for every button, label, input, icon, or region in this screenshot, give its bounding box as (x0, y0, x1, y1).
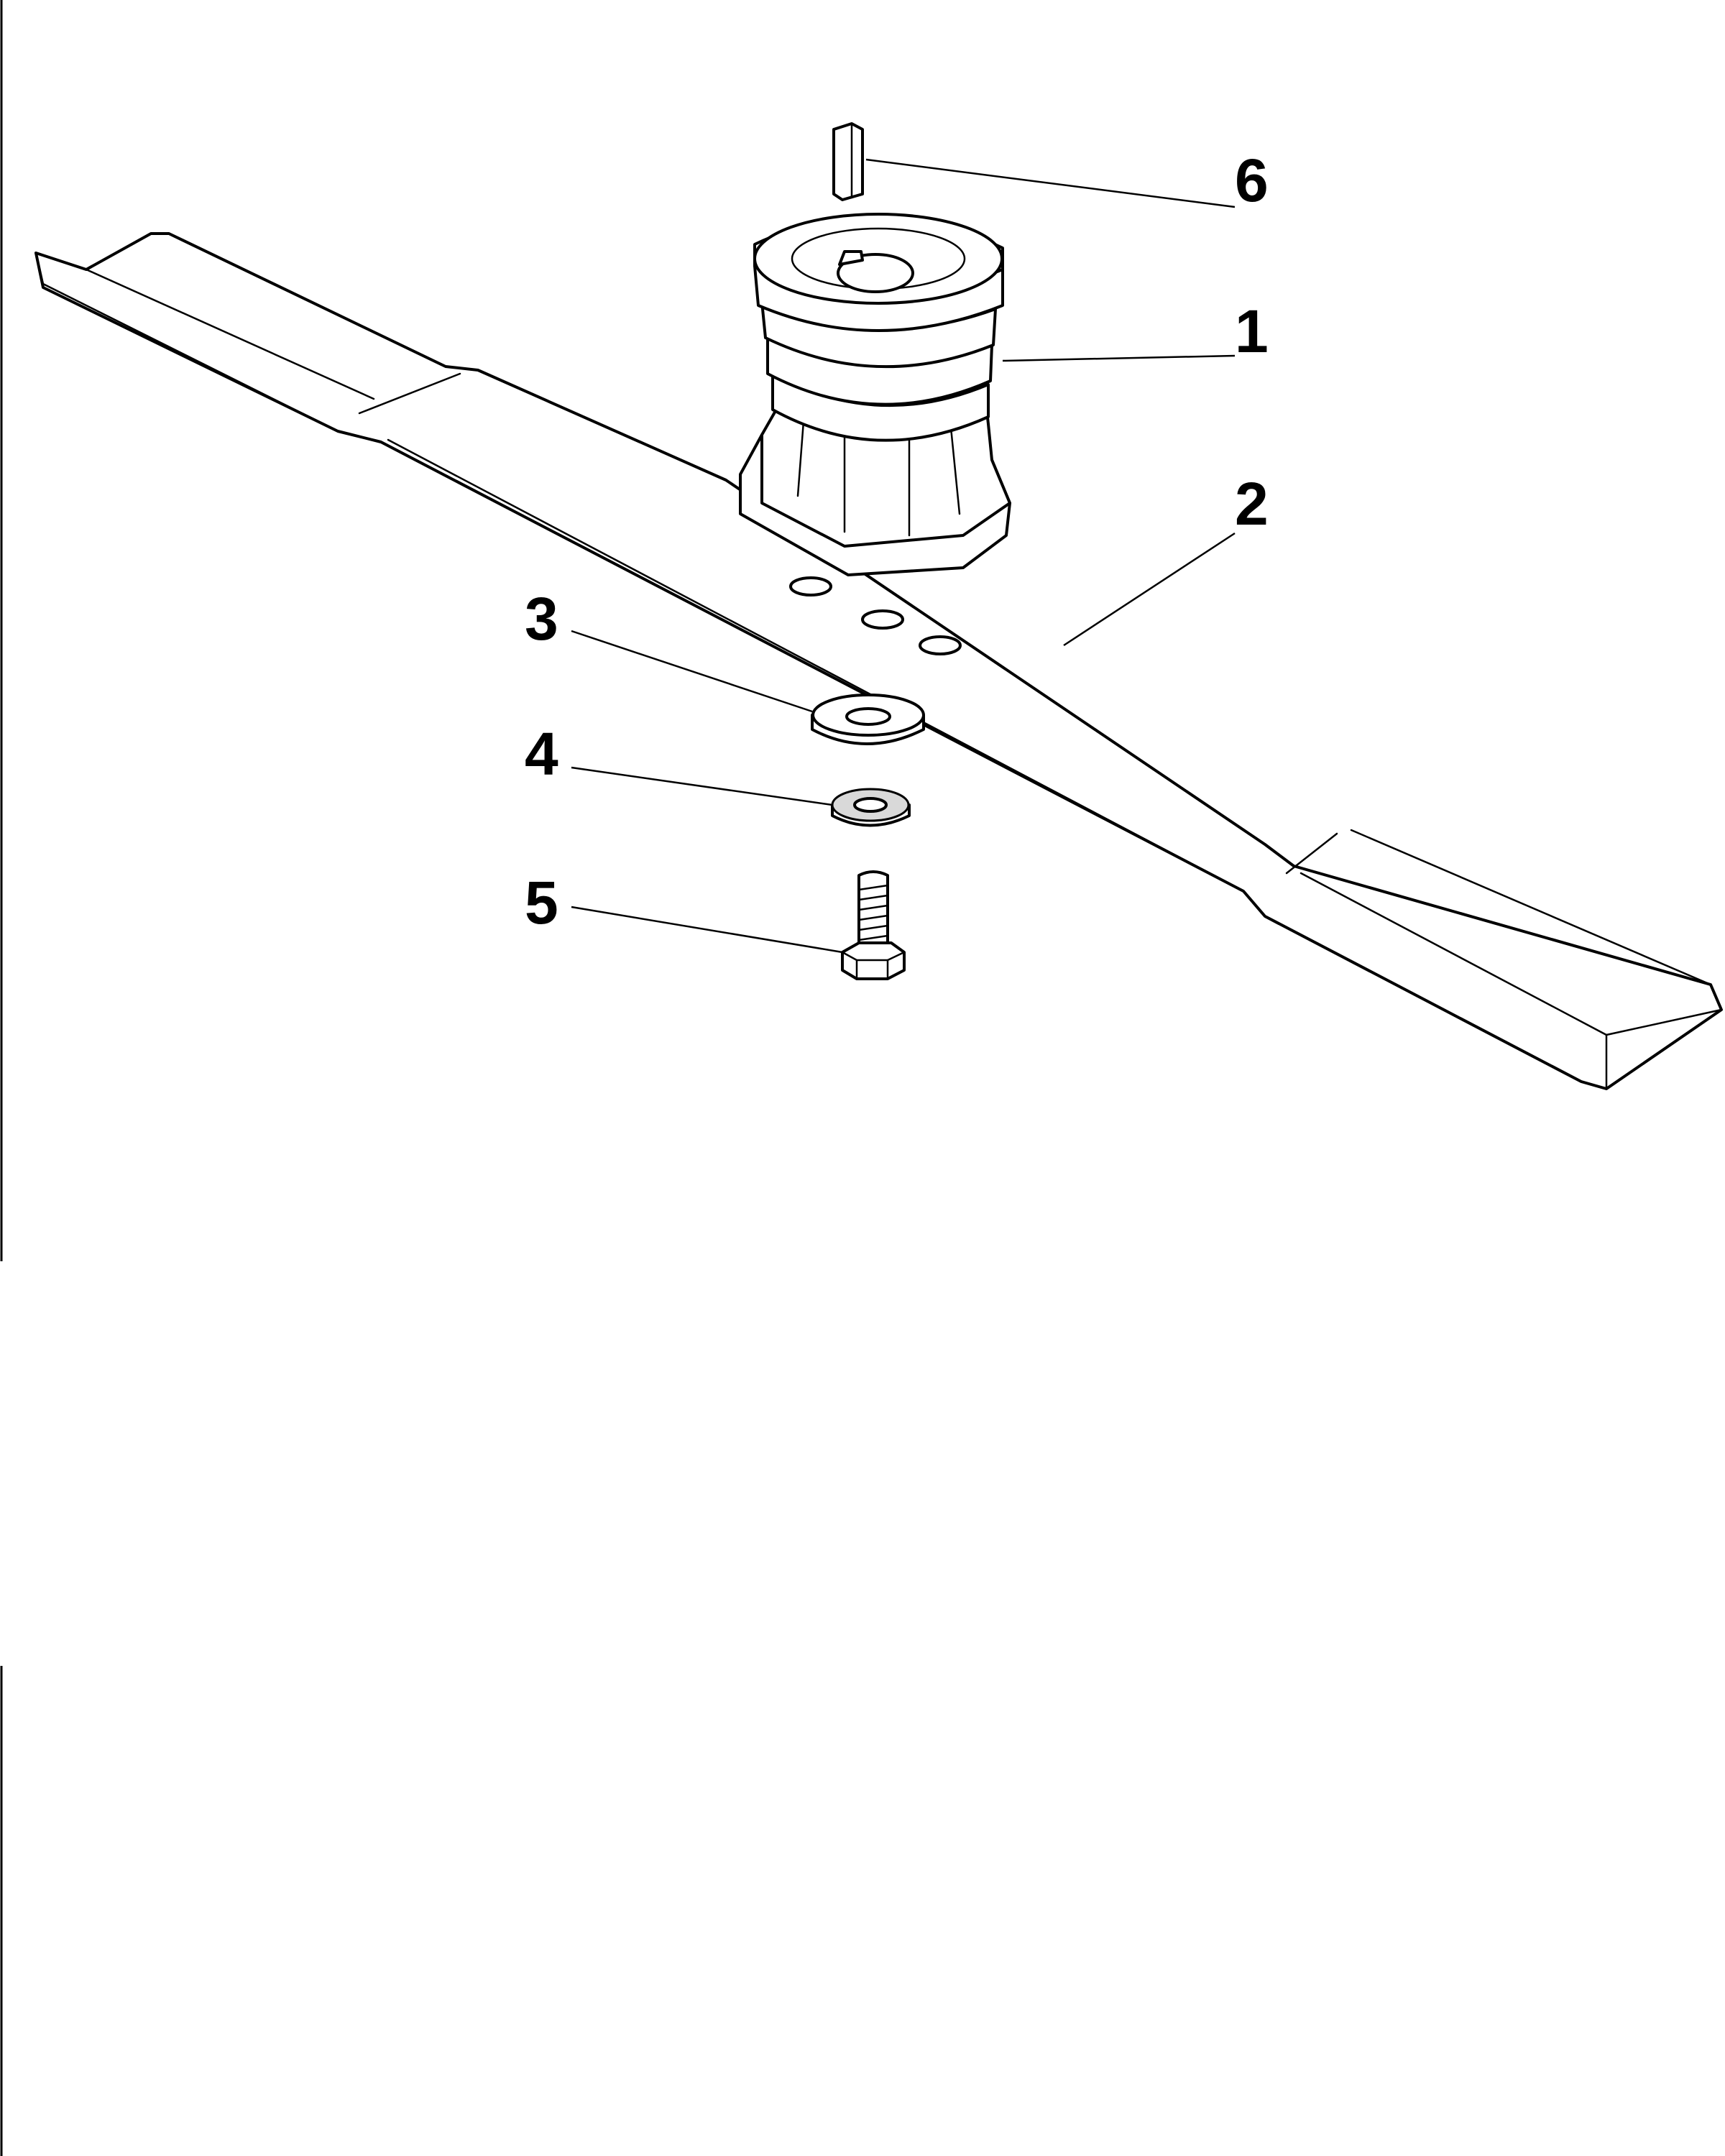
blade-hole-right (919, 635, 962, 655)
leader-3 (571, 630, 813, 713)
leader-6 (865, 158, 1236, 208)
large-washer[interactable] (811, 694, 925, 745)
callout-1: 1 (1235, 298, 1269, 365)
blade[interactable] (34, 232, 1723, 1090)
leader-4 (571, 766, 833, 806)
hex-bolt[interactable] (841, 870, 906, 980)
leader-1 (1002, 354, 1236, 362)
blade-hole-left (789, 576, 832, 596)
hub-bore (837, 253, 914, 293)
leader-2 (1063, 532, 1236, 647)
callout-3: 3 (525, 585, 558, 653)
callout-4: 4 (525, 720, 558, 788)
callout-2: 2 (1235, 470, 1269, 538)
lock-washer[interactable] (831, 788, 911, 827)
callout-5: 5 (525, 869, 558, 936)
callout-6: 6 (1235, 147, 1269, 214)
blade-hub-adapter[interactable] (739, 213, 1011, 576)
leader-5 (571, 906, 843, 954)
key[interactable] (832, 122, 864, 201)
blade-hole-center (861, 609, 904, 630)
